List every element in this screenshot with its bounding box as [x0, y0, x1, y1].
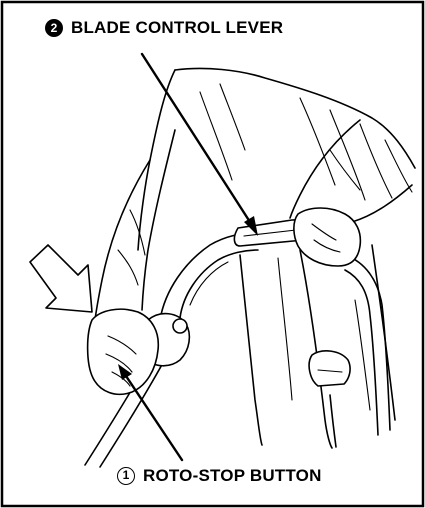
operator-right-arm	[290, 120, 412, 222]
operator-left-hand	[88, 309, 159, 394]
callout-number-badge: 2	[45, 19, 63, 37]
callout-number-badge: 1	[117, 467, 135, 485]
blade-control-lever-label: BLADE CONTROL LEVER	[71, 18, 283, 38]
operator-right-hand	[294, 208, 361, 266]
push-direction-arrow-icon	[30, 245, 92, 312]
roto-stop-leader-arrow-icon	[118, 364, 182, 460]
roto-stop-button-callout: 1 ROTO-STOP BUTTON	[117, 466, 322, 486]
blade-control-lever-callout: 2 BLADE CONTROL LEVER	[45, 18, 283, 38]
operator-body	[138, 68, 415, 448]
blade-lever-leader-arrow-icon	[142, 54, 258, 236]
roto-stop-button-label: ROTO-STOP BUTTON	[143, 466, 322, 486]
operator-left-arm	[95, 130, 175, 320]
mower-deck-fragment	[309, 351, 350, 447]
